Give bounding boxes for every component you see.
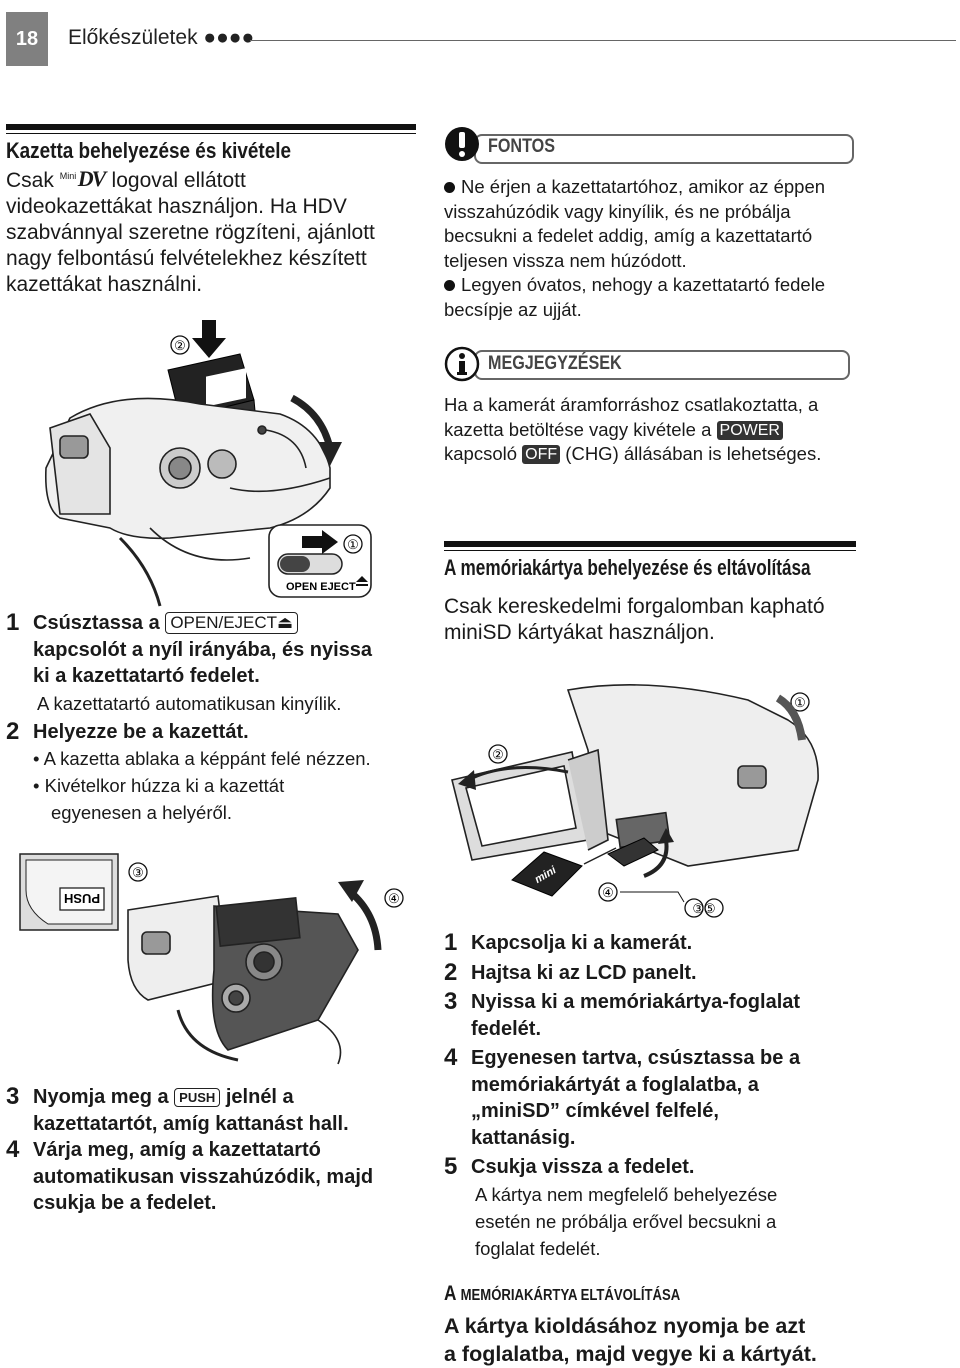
bullet-icon (444, 182, 455, 193)
callout-3-5: ③⑤ (692, 901, 715, 916)
callout-4: ④ (602, 885, 614, 900)
callout-2: ② (174, 338, 186, 353)
cassette-close-illustration: PUSH ③ ④ (19, 853, 404, 1065)
callout-1-switch: ① (343, 534, 363, 554)
power-switch-label: POWER (716, 420, 783, 440)
cassette-step-2: 2 Helyezze be a kazettát. • A kazetta ab… (6, 717, 371, 823)
minisd-card-icon: mini (511, 851, 583, 897)
memory-intro: Csak kereskedelmi forgalomban kapható mi… (444, 595, 825, 644)
callout-circle (170, 335, 190, 355)
minidv-logo: Mini DV (59, 166, 107, 191)
info-icon (444, 346, 480, 382)
cassette-steps-3-4: 3 Nyomja meg a PUSH jelnél a kazettatart… (6, 1083, 418, 1217)
exclamation-icon (445, 127, 479, 161)
section-rule-thin (444, 550, 856, 551)
memory-steps: 1 Kapcsolja ki a kamerát. 2 Hajtsa ki az… (444, 929, 864, 1262)
callout-1: ① (794, 695, 806, 710)
memory-step-3: 3 Nyissa ki a memóriakártya-foglalat fed… (444, 988, 801, 1040)
memory-step-5: 5 Csukja vissza a fedelet. A kártya nem … (444, 1153, 778, 1259)
memory-step-2: 2 Hajtsa ki az LCD panelt. (444, 958, 697, 986)
curved-arrow-icon (467, 766, 569, 782)
svg-text:①: ① (347, 537, 359, 552)
push-mark-label: PUSH (174, 1088, 221, 1107)
arrow-down-icon (192, 320, 226, 358)
open-eject-switch-illustration: OPEN EJECT (268, 524, 372, 598)
curved-arrow-icon (290, 394, 334, 449)
section-rule (6, 124, 416, 130)
camcorder-icon (44, 397, 331, 607)
cassette-step-1: 1 Csúsztassa a OPEN/EJECT⏏ kapcsolót a n… (6, 609, 373, 714)
off-position-label: OFF (522, 445, 561, 464)
header-rule (250, 40, 956, 41)
important-text: Ne érjen a kazettatartóhoz, amikor az ép… (444, 176, 826, 320)
arrow-right-icon (302, 530, 338, 554)
cassette-insert-illustration: ② (44, 320, 342, 607)
notes-text: Ha a kamerát áramforráshoz csatlakoztatt… (444, 394, 822, 464)
running-head: Előkészületek ●●●● (68, 26, 255, 49)
memory-step-4: 4 Egyenesen tartva, csúsztassa be a memó… (444, 1044, 801, 1149)
section-rule-thin (6, 133, 416, 134)
callout-4: ④ (388, 891, 400, 906)
camcorder-icon (127, 895, 359, 1065)
open-eject-button-label: OPEN/EJECT⏏ (165, 612, 299, 634)
bullet-icon (444, 280, 455, 291)
cassette-section-title: Kazetta behelyezése és kivétele (6, 138, 292, 163)
section-rule (444, 541, 856, 547)
memory-section-title: A memóriakártya behelyezése és eltávolít… (444, 555, 811, 580)
switch-label: OPEN EJECT (286, 581, 356, 593)
memory-step-1: 1 Kapcsolja ki a kamerát. (444, 929, 693, 956)
camcorder-icon (451, 684, 819, 867)
cassette-intro: Csak Mini DV logoval ellátott videokazet… (6, 166, 375, 296)
memory-card-illustration: ① ② ④ ③⑤ mini (451, 684, 819, 918)
important-label: FONTOS (488, 136, 556, 157)
cassette-step-4: 4 Várja meg, amíg a kazettatartó automat… (6, 1136, 374, 1214)
curved-arrow-icon (643, 839, 669, 878)
page-number: 18 (6, 12, 48, 66)
cassette-step-3: 3 Nyomja meg a PUSH jelnél a kazettatart… (6, 1083, 349, 1135)
callout-3: ③ (132, 865, 144, 880)
notes-label: MEGJEGYZÉSEK (488, 353, 622, 374)
push-inset-label: PUSH (64, 891, 100, 906)
callout-2: ② (492, 747, 504, 762)
removal-title: A MEMÓRIAKÁRTYA ELTÁVOLÍTÁSA (444, 1282, 681, 1305)
cassette-steps-1-2: 1 Csúsztassa a OPEN/EJECT⏏ kapcsolót a n… (6, 609, 418, 826)
removal-text: A kártya kioldásához nyomja be azt a fog… (444, 1314, 817, 1366)
